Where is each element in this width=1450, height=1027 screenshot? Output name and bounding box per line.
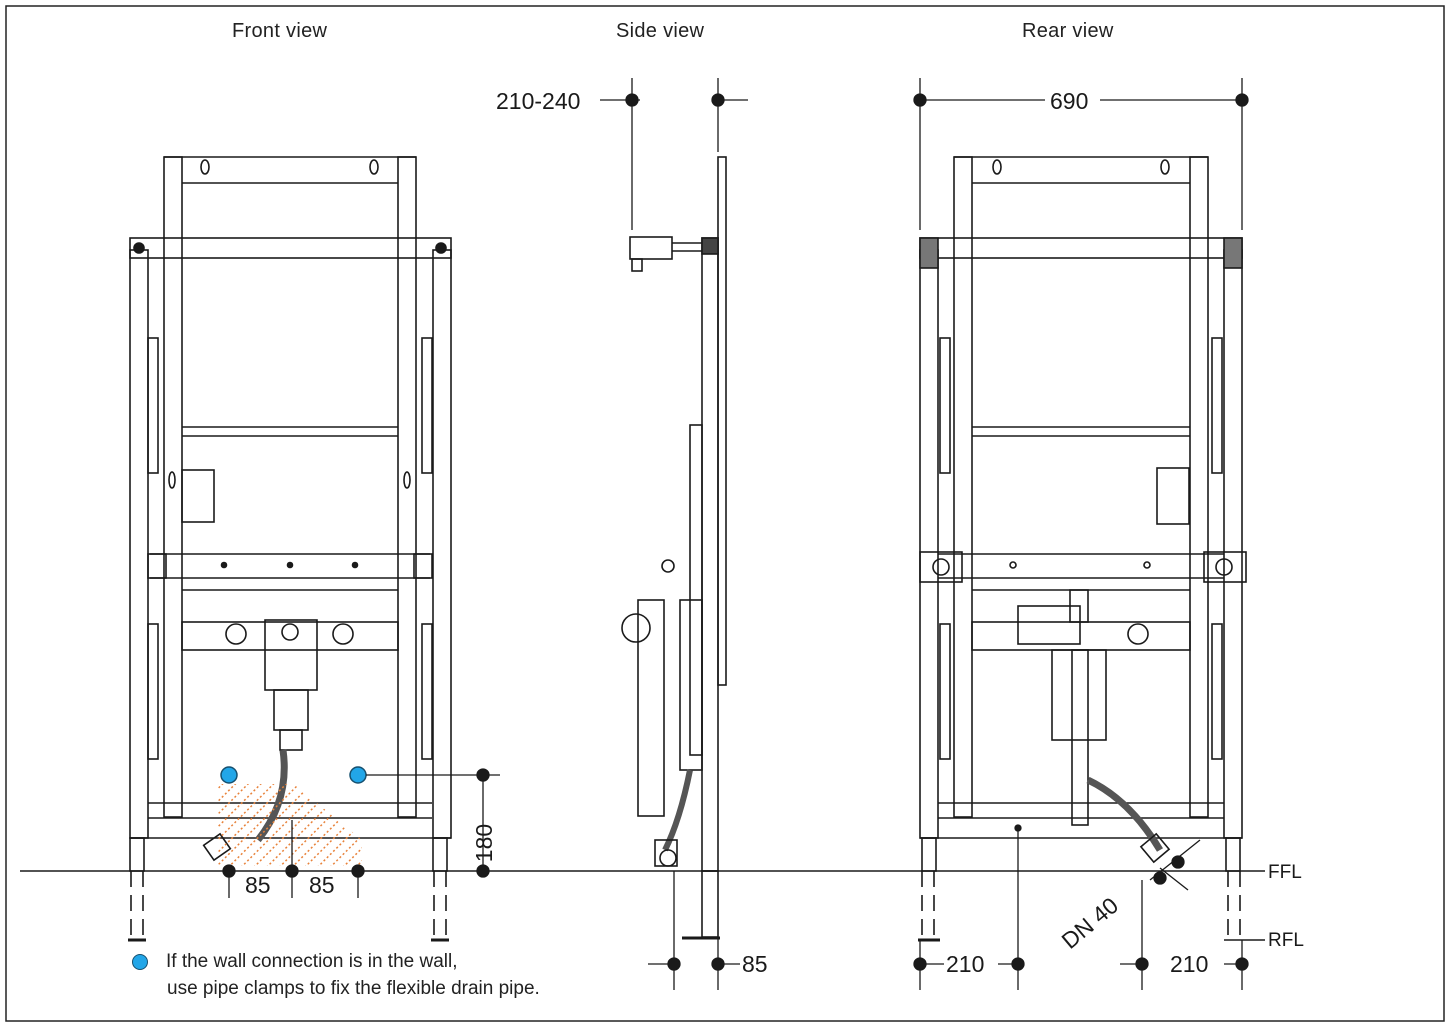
rear-view-title: Rear view: [1022, 20, 1114, 42]
dim-front-right: 85: [309, 872, 335, 898]
marker-legend-icon: [132, 953, 148, 970]
note-line-2: use pipe clamps to fix the flexible drai…: [167, 978, 540, 999]
side-view-frame: [621, 156, 727, 940]
front-view-frame: [128, 156, 452, 942]
rear-view-frame: [918, 156, 1265, 942]
dim-side-depth: 210-240: [496, 88, 580, 114]
front-dimensions: [222, 768, 500, 898]
ffl-label: FFL: [1268, 862, 1302, 883]
dim-front-height: 180: [471, 824, 497, 862]
installation-note: If the wall connection is in the wall, u…: [132, 948, 732, 1002]
rfl-label: RFL: [1268, 930, 1304, 951]
side-view-title: Side view: [616, 20, 705, 42]
dim-rear-width: 690: [1050, 88, 1088, 114]
rear-dimensions: [913, 78, 1249, 990]
dim-rear-drain: DN 40: [1057, 892, 1124, 954]
dim-rear-left: 210: [946, 951, 984, 977]
note-line-1: If the wall connection is in the wall,: [166, 951, 458, 972]
dim-front-left: 85: [245, 872, 271, 898]
drawing-border: [5, 5, 1445, 1022]
drain-zone-hatch: [218, 784, 362, 866]
dim-rear-right: 210: [1170, 951, 1208, 977]
dim-side-bottom: 85: [742, 951, 768, 977]
marker-right: [349, 766, 367, 784]
marker-left: [220, 766, 238, 784]
front-view-title: Front view: [232, 20, 328, 42]
side-dimensions: [600, 78, 748, 990]
